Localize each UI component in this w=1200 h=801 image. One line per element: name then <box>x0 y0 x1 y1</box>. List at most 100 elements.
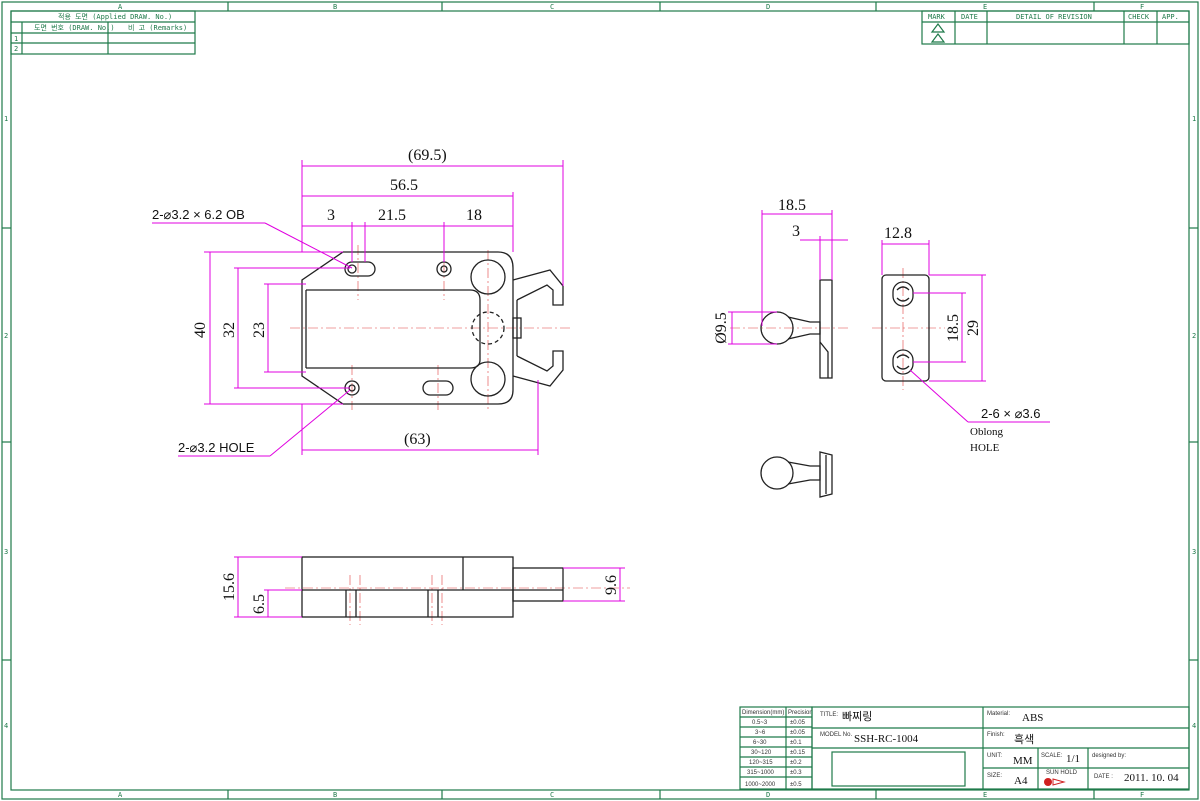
revision-detail-header: DETAIL OF REVISION <box>1016 13 1092 21</box>
unit-label: UNIT: <box>987 753 1002 759</box>
side-view: 18.5 3 Ø9.5 <box>713 197 850 379</box>
col-label-a-top: A <box>118 3 123 11</box>
size-label: SIZE: <box>987 773 1002 779</box>
applied-row-2: 2 <box>14 45 18 53</box>
applied-drawing-table: 적용 도면 (Applied DRAW. No.) 도면 번호 (DRAW. N… <box>10 10 196 55</box>
col-label-b-bottom: B <box>333 791 337 799</box>
dim-plate-12-8: 12.8 <box>884 225 912 242</box>
company-logo: SUN HOLD <box>1044 770 1078 786</box>
tolerance-header-precision: Precision <box>788 710 813 716</box>
tol-range-5: 120~315 <box>749 760 773 766</box>
tol-range-2: 3~6 <box>755 730 766 736</box>
dim-plate-18-5: 18.5 <box>945 314 962 342</box>
designed-by-label: designed by: <box>1092 753 1126 759</box>
row-label-2-right: 2 <box>1192 332 1196 340</box>
scale-value: 1/1 <box>1066 753 1080 765</box>
hole-note-round: 2-⌀3.2 HOLE <box>178 440 255 455</box>
plate-hole-note-oblong: Oblong <box>970 426 1004 438</box>
scale-label: SCALE: <box>1041 753 1063 759</box>
col-label-d-top: D <box>766 3 770 11</box>
dim-side-3: 3 <box>792 223 800 240</box>
revision-check-header: CHECK <box>1128 13 1150 21</box>
dim-height-40: 40 <box>192 322 209 338</box>
row-label-3-right: 3 <box>1192 548 1196 556</box>
plate-view: 12.8 18.5 29 2-6 × ⌀3.6 Oblong HOLE <box>872 225 1050 454</box>
finish-value: 흑색 <box>1014 732 1034 746</box>
plate-hole-note-hole: HOLE <box>970 442 1000 454</box>
finish-label: Finish: <box>987 732 1005 738</box>
col-label-f-top: F <box>1140 3 1144 11</box>
dim-3: 3 <box>327 207 335 224</box>
revision-app-header: APP. <box>1162 13 1179 21</box>
dim-32: 32 <box>221 322 238 338</box>
tol-value-7: ±0.5 <box>790 782 802 788</box>
applied-row-1: 1 <box>14 35 18 43</box>
tol-value-5: ±0.2 <box>790 760 802 766</box>
row-label-1-left: 1 <box>4 115 8 123</box>
hole-note-oblong: 2-⌀3.2 × 6.2 OB <box>152 207 245 222</box>
dim-plate-29: 29 <box>965 320 982 336</box>
tol-value-6: ±0.3 <box>790 770 802 776</box>
tol-range-6: 315~1000 <box>747 770 775 776</box>
col-label-c-bottom: C <box>550 791 554 799</box>
title-label: TITLE: <box>820 712 838 718</box>
remarks-header: 비 고 (Remarks) <box>128 23 187 32</box>
tol-range-3: 6~30 <box>753 740 767 746</box>
row-label-3-left: 3 <box>4 548 8 556</box>
model-value: SSH-RC-1004 <box>854 733 919 745</box>
dim-bottom-6-5: 6.5 <box>251 594 268 614</box>
col-label-f-bottom: F <box>1140 791 1144 799</box>
dim-23: 23 <box>251 322 268 338</box>
plunger-detail-view <box>760 451 833 498</box>
date-value: 2011. 10. 04 <box>1124 772 1179 784</box>
tol-range-4: 30~120 <box>751 750 772 756</box>
tol-range-1: 0.5~3 <box>752 720 768 726</box>
dim-side-18-5: 18.5 <box>778 197 806 214</box>
revision-triangle-icon <box>930 23 946 43</box>
dim-21-5: 21.5 <box>378 207 406 224</box>
unit-value: MM <box>1013 755 1033 767</box>
dim-diameter-9-5: Ø9.5 <box>713 312 730 344</box>
revision-date-header: DATE <box>961 13 978 21</box>
row-label-1-right: 1 <box>1192 115 1196 123</box>
dim-bottom-9-6: 9.6 <box>603 575 620 595</box>
front-view-dimensions: (69.5) 56.5 3 21.5 18 2-⌀3.2 × 6.2 OB 40… <box>152 147 564 457</box>
material-label: Material: <box>987 711 1010 717</box>
size-value: A4 <box>1014 775 1028 787</box>
tol-range-7: 1000~2000 <box>745 782 776 788</box>
title-value: 빠찌링 <box>842 710 872 723</box>
dim-overall-69-5: (69.5) <box>408 147 447 164</box>
col-label-c-top: C <box>550 3 554 11</box>
tolerance-table: Dimension(mm) Precision 0.5~3 ±0.05 3~6 … <box>739 706 813 790</box>
plate-hole-note: 2-6 × ⌀3.6 <box>981 406 1041 421</box>
title-block: TITLE: 빠찌링 MODEL No. SSH-RC-1004 Materia… <box>811 706 1190 790</box>
model-label: MODEL No. <box>820 732 852 738</box>
front-view <box>290 245 572 410</box>
revision-mark-header: MARK <box>928 13 946 21</box>
dim-18: 18 <box>466 207 482 224</box>
date-label: DATE : <box>1094 774 1113 780</box>
tol-value-3: ±0.1 <box>790 740 802 746</box>
company-logo-text: SUN HOLD <box>1046 770 1078 776</box>
drawing-number-header: 도면 번호 (DRAW. No.) <box>34 23 115 32</box>
dim-width-56-5: 56.5 <box>390 177 418 194</box>
applied-drawing-header: 적용 도면 (Applied DRAW. No.) <box>58 12 172 21</box>
dim-bottom-15-6: 15.6 <box>221 573 238 601</box>
tol-value-2: ±0.05 <box>790 730 806 736</box>
material-value: ABS <box>1022 712 1043 724</box>
col-label-b-top: B <box>333 3 337 11</box>
col-label-e-top: E <box>983 3 987 11</box>
tolerance-header-dimension: Dimension(mm) <box>742 710 784 716</box>
revision-table: MARK DATE DETAIL OF REVISION CHECK APP. <box>921 10 1190 45</box>
row-label-4-right: 4 <box>1192 722 1196 730</box>
row-label-2-left: 2 <box>4 332 8 340</box>
dim-bottom-63: (63) <box>404 431 431 448</box>
tol-value-1: ±0.05 <box>790 720 806 726</box>
row-label-4-left: 4 <box>4 722 8 730</box>
col-label-e-bottom: E <box>983 791 987 799</box>
col-label-a-bottom: A <box>118 791 123 799</box>
col-label-d-bottom: D <box>766 791 770 799</box>
bottom-view: 15.6 6.5 9.6 <box>221 556 630 625</box>
